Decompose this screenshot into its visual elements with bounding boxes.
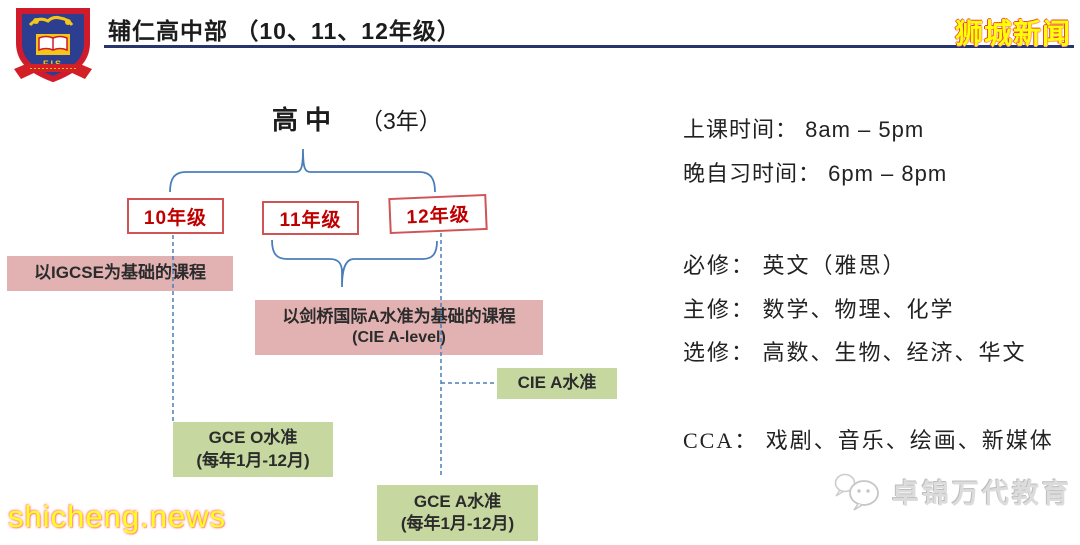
gce-o-line2: (每年1月-12月) bbox=[196, 450, 310, 470]
root-duration: （3年） bbox=[360, 108, 442, 134]
wechat-watermark: 卓锦万代教育 bbox=[832, 470, 1072, 512]
gce-a-line1: GCE A水准 bbox=[413, 491, 502, 511]
schedule-line-class: 上课时间： 8am – 5pm bbox=[683, 117, 925, 142]
alevel-program-line2: (CIE A-level) bbox=[352, 329, 446, 347]
gce-a-box: GCE A水准 (每年1月-12月) bbox=[377, 485, 538, 541]
news-brand: 狮城新闻 bbox=[955, 18, 1072, 49]
gce-a-line2: (每年1月-12月) bbox=[400, 514, 515, 533]
grade-box-11: 11年级 bbox=[262, 201, 359, 235]
site-watermark: shicheng.news bbox=[8, 499, 227, 534]
wechat-watermark-text: 卓锦万代教育 bbox=[892, 478, 1072, 509]
gce-o-line1: GCE O水准 bbox=[208, 428, 298, 448]
schedule-line-evening: 晚自习时间： 6pm – 8pm bbox=[683, 161, 948, 186]
cca-line: CCA： 戏剧、音乐、绘画、新媒体 bbox=[683, 428, 1054, 453]
page-title: 辅仁高中部 （10、11、12年级） bbox=[108, 18, 461, 44]
course-line-required: 必修： 英文（雅思） bbox=[683, 253, 907, 278]
grade-box-12: 12年级 bbox=[388, 193, 488, 235]
diagram-root-label: 高中 （3年） bbox=[272, 100, 442, 137]
course-line-elective: 选修： 高数、生物、经济、华文 bbox=[683, 340, 1027, 365]
brace-alevel bbox=[271, 239, 438, 288]
gce-o-box: GCE O水准 (每年1月-12月) bbox=[173, 422, 333, 477]
alevel-program-line1: 以剑桥国际A水准为基础的课程 bbox=[282, 307, 516, 327]
alevel-program-box: 以剑桥国际A水准为基础的课程 (CIE A-level) bbox=[255, 300, 543, 355]
crest-icon: FIS bbox=[14, 8, 92, 83]
course-line-major: 主修： 数学、物理、化学 bbox=[683, 297, 955, 322]
igcse-program-box: 以IGCSE为基础的课程 bbox=[7, 256, 233, 291]
root-title: 高中 bbox=[272, 105, 339, 135]
brace-grades bbox=[169, 148, 436, 193]
header-rule bbox=[104, 45, 1074, 48]
wechat-icon bbox=[834, 473, 879, 511]
cie-alevel-box: CIE A水准 bbox=[497, 368, 617, 399]
grade-box-10: 10年级 bbox=[127, 198, 224, 234]
school-crest-logo: FIS bbox=[12, 5, 94, 85]
